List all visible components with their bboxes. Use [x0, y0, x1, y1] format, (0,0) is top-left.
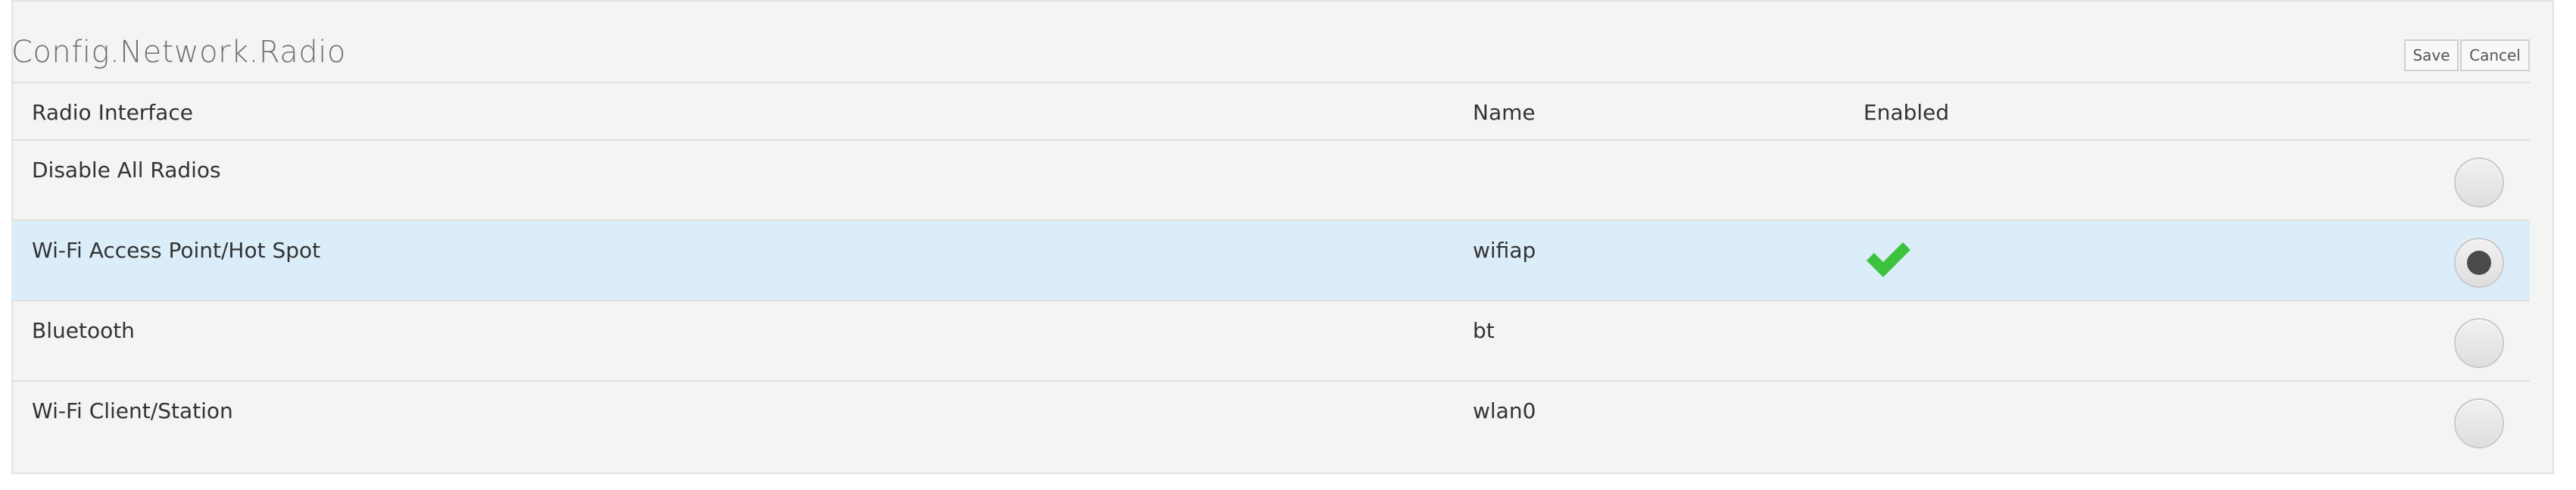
- radio-table: Radio Interface Name Enabled Disable All…: [11, 83, 2530, 462]
- column-header-name: Name: [1473, 100, 1536, 125]
- cancel-button[interactable]: Cancel: [2460, 39, 2530, 71]
- column-header-enabled: Enabled: [1863, 100, 1950, 125]
- page-title: Config.Network.Radio: [11, 35, 346, 70]
- name-cell: wlan0: [1473, 398, 1536, 423]
- radio-interface-cell: Wi-Fi Client/Station: [32, 398, 233, 423]
- column-header-radio-interface: Radio Interface: [32, 100, 193, 125]
- table-row[interactable]: Bluetooth bt: [11, 301, 2530, 382]
- check-icon: [1867, 242, 1910, 277]
- radio-select-wifiap[interactable]: [2454, 238, 2504, 288]
- table-header-row: Radio Interface Name Enabled: [11, 83, 2530, 141]
- radio-select-wlan0[interactable]: [2454, 398, 2504, 448]
- table-row[interactable]: Wi-Fi Client/Station wlan0: [11, 382, 2530, 462]
- table-row[interactable]: Disable All Radios: [11, 141, 2530, 221]
- radio-interface-cell: Wi-Fi Access Point/Hot Spot: [32, 238, 321, 263]
- radio-select-bluetooth[interactable]: [2454, 318, 2504, 368]
- save-button[interactable]: Save: [2404, 39, 2459, 71]
- radio-interface-cell: Bluetooth: [32, 318, 135, 343]
- table-row-selected[interactable]: Wi-Fi Access Point/Hot Spot wifiap: [11, 221, 2530, 301]
- radio-select-disable-all[interactable]: [2454, 158, 2504, 208]
- page-header: Config.Network.Radio Save Cancel: [11, 0, 2530, 83]
- radio-interface-cell: Disable All Radios: [32, 158, 221, 183]
- name-cell: wifiap: [1473, 238, 1536, 263]
- name-cell: bt: [1473, 318, 1495, 343]
- radio-selected-dot: [2467, 251, 2491, 275]
- action-buttons: Save Cancel: [2404, 39, 2530, 71]
